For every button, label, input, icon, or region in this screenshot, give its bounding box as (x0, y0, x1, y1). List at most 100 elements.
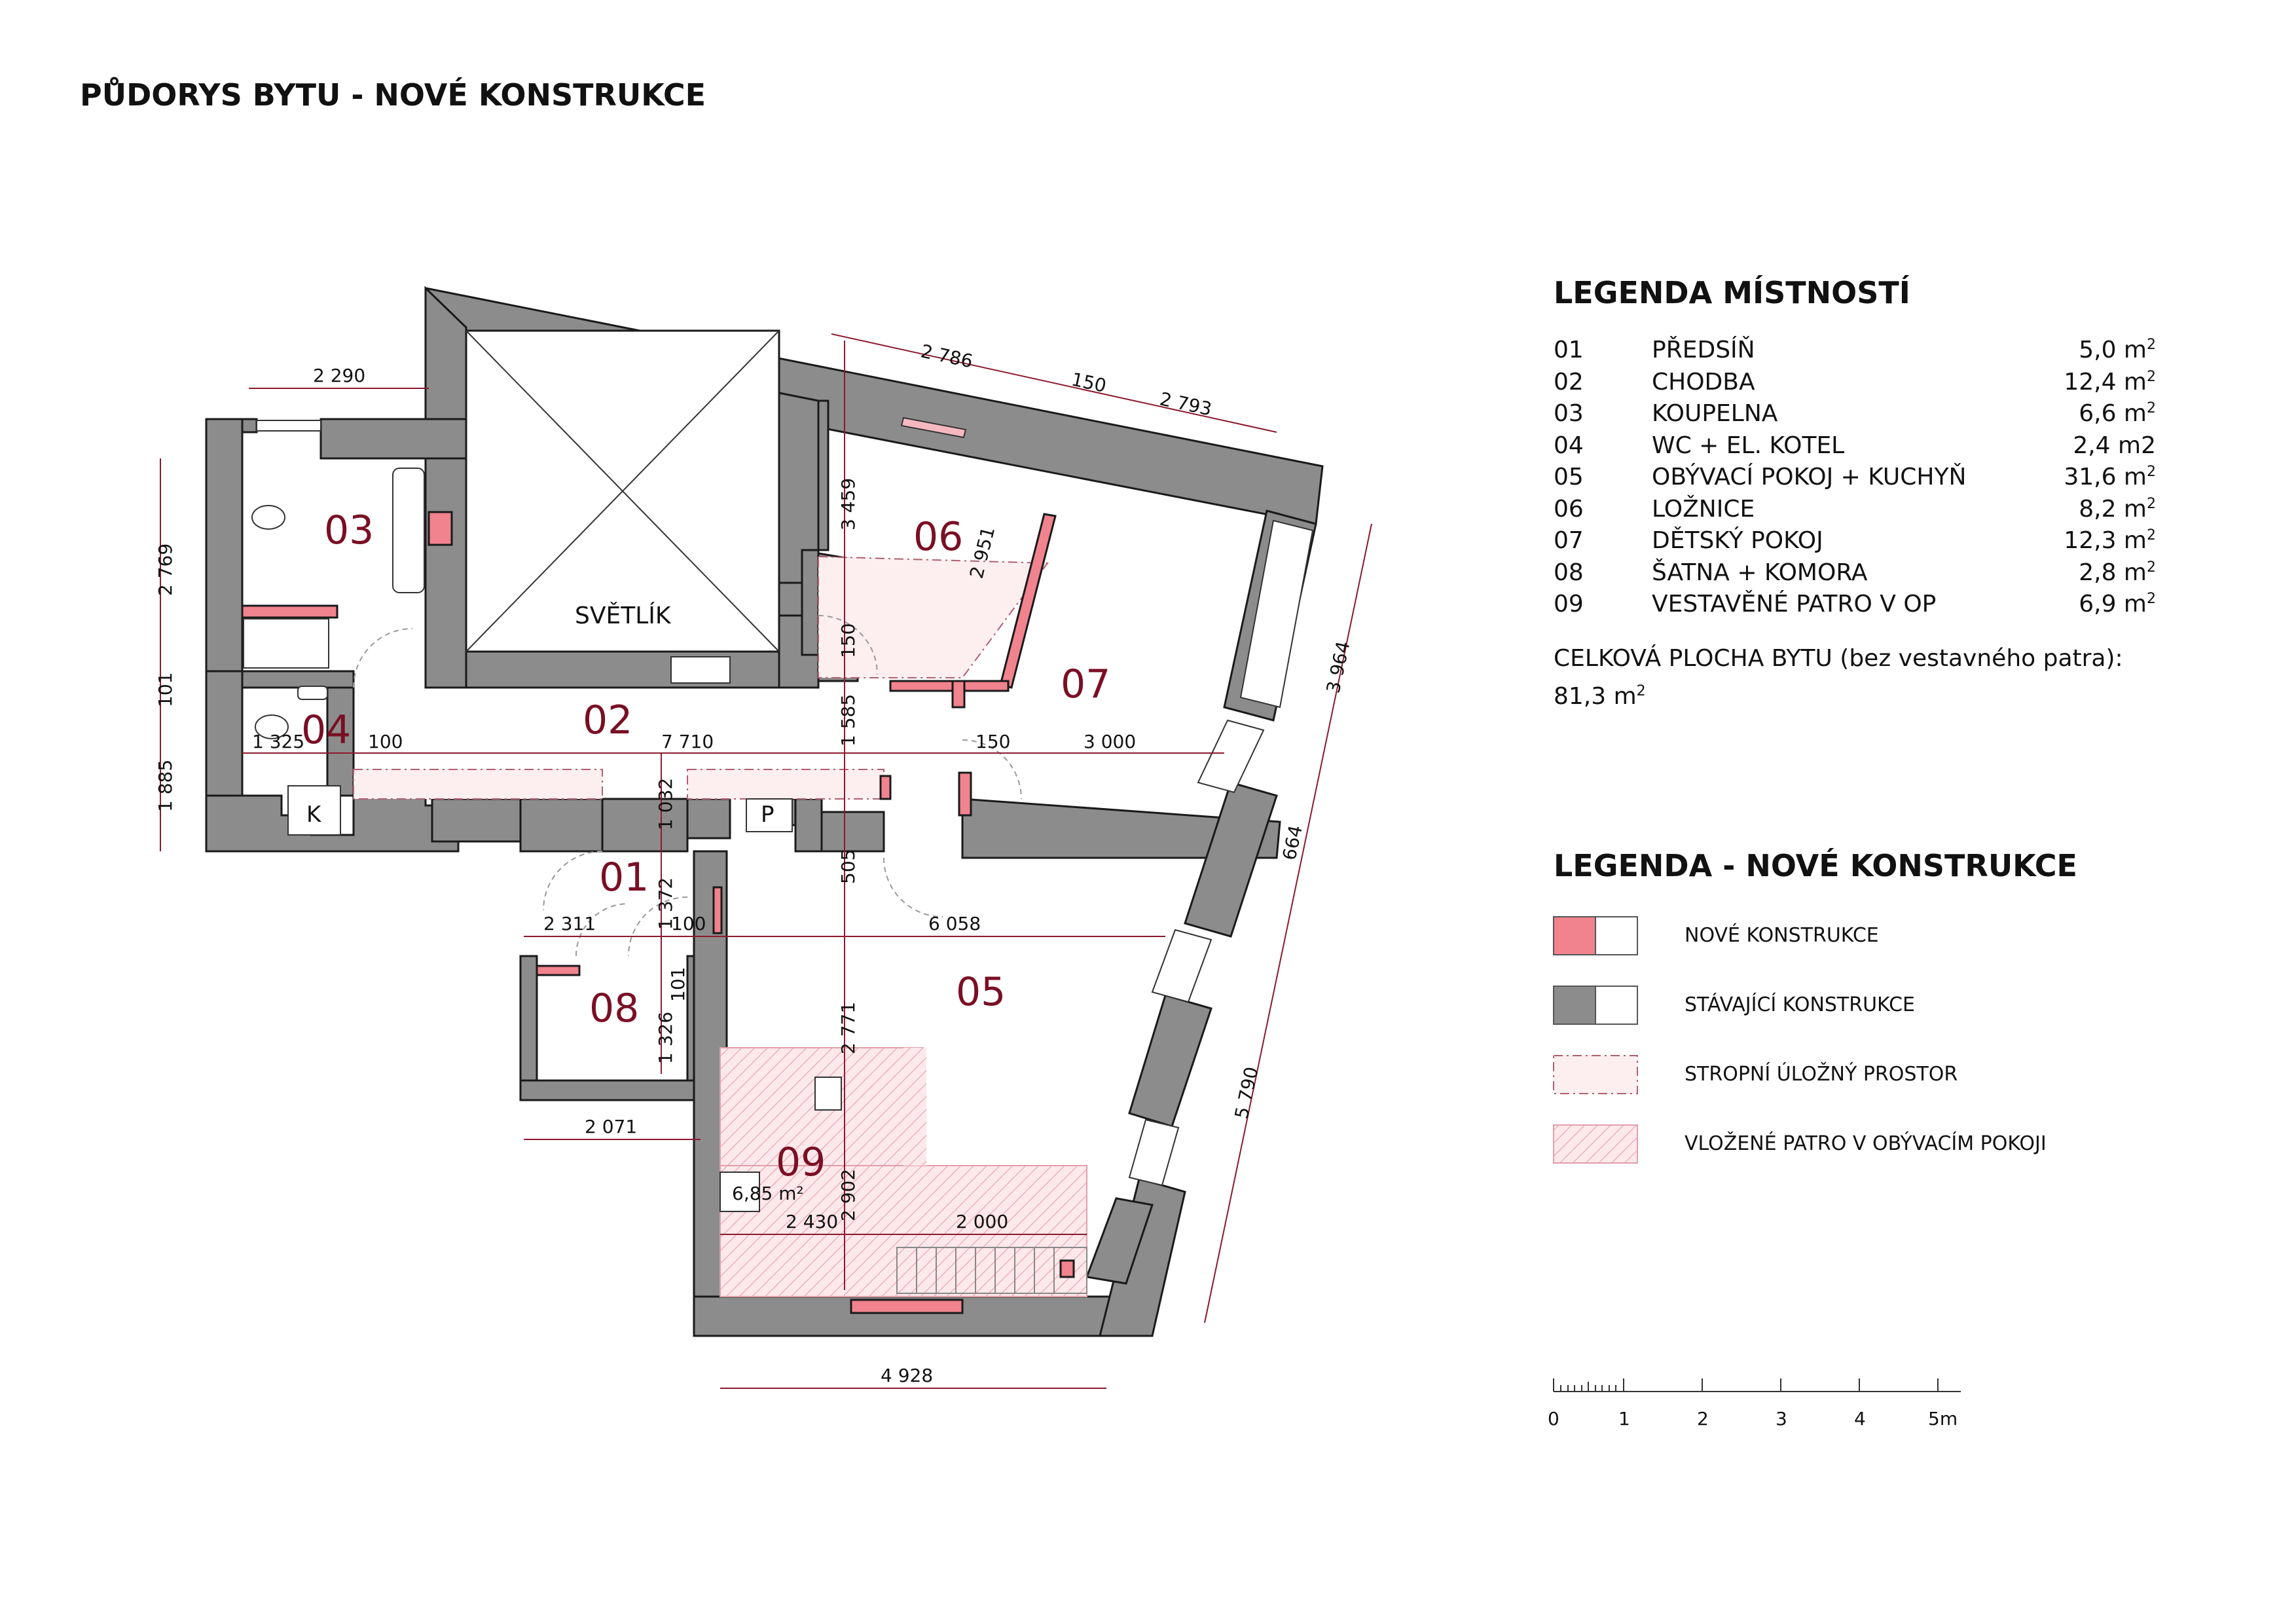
room-label-03: 03 (324, 507, 374, 553)
dim-text: 101 (667, 967, 689, 1002)
dim-text: 2 071 (585, 1116, 637, 1137)
dim-text: 2 000 (956, 1211, 1008, 1232)
legend-row: 01 PŘEDSÍŇ 5,0 m2 (1554, 337, 2156, 369)
bathroom-fixtures (243, 468, 842, 1212)
inserted-floor (720, 1047, 1087, 1297)
dim-text: 5 790 (1231, 1065, 1263, 1120)
legend-row: 06 LOŽNICE 8,2 m2 (1554, 496, 2156, 528)
scale-label: 4 (1854, 1408, 1866, 1430)
total-area-label: CELKOVÁ PLOCHA BYTU (bez vestavného patr… (1554, 644, 2123, 672)
door-swings (353, 615, 1022, 957)
stairs (896, 1247, 1087, 1294)
dim-text: 100 (368, 731, 403, 752)
total-area: CELKOVÁ PLOCHA BYTU (bez vestavného patr… (1554, 642, 2156, 713)
construction-legend: LEGENDA - NOVÉ KONSTRUKCE NOVÉ KONSTRUKC… (1554, 848, 2156, 1194)
room-legend-heading: LEGENDA MÍSTNOSTÍ (1554, 275, 1910, 310)
dimension-lines (160, 333, 1372, 1389)
legend-row-area: 6,6 m2 (2079, 400, 2156, 427)
dim-text: 3 000 (1084, 731, 1136, 752)
dim-text: 1 372 (655, 877, 676, 930)
dim-text: 1 885 (155, 760, 176, 812)
legend-row-num: 06 (1554, 495, 1584, 523)
dim-text: 2 902 (837, 1169, 859, 1221)
dim-text: 7 710 (661, 731, 714, 752)
dim-text: 150 (1070, 369, 1108, 397)
legend-row-name: LOŽNICE (1652, 495, 1755, 523)
scale-label: 3 (1776, 1408, 1787, 1430)
legend-item-label: VLOŽENÉ PATRO V OBÝVACÍM POKOJI (1685, 1132, 2047, 1155)
room-label-02: 02 (583, 697, 632, 743)
room-labels: 01 02 03 04 05 06 07 08 09 (301, 507, 1110, 1185)
room-label-09: 09 (776, 1139, 826, 1185)
legend-row-num: 01 (1554, 337, 1584, 363)
legend-row: 02 CHODBA 12,4 m2 (1554, 369, 2156, 401)
dim-text: 2 769 (155, 544, 176, 596)
room09-area: 6,85 m² (732, 1183, 804, 1204)
legend-row-area: 12,4 m2 (2064, 368, 2156, 396)
scale-label: 5m (1928, 1408, 1958, 1430)
room-label-08: 08 (589, 986, 639, 1031)
dim-text: 505 (837, 849, 859, 884)
dim-text: 1 325 (252, 731, 304, 752)
scale-bar (1553, 1378, 1961, 1392)
dim-text: 2 311 (543, 913, 596, 934)
legend-row-name: WC + EL. KOTEL (1652, 432, 1845, 459)
room-label-05: 05 (956, 969, 1006, 1015)
legend-row-area: 6,9 m2 (2079, 591, 2156, 618)
legend-row: 04 WC + EL. KOTEL 2,4 m2 (1554, 432, 2156, 464)
room-label-04: 04 (301, 707, 351, 753)
legend-row: 03 KOUPELNA 6,6 m2 (1554, 400, 2156, 432)
dim-text: 3 459 (837, 478, 859, 530)
dim-text: 2 430 (786, 1211, 838, 1232)
legend-row-name: PŘEDSÍŇ (1652, 337, 1755, 363)
legend-row-num: 08 (1554, 559, 1584, 586)
legend-row-area: 8,2 m2 (2079, 495, 2156, 523)
legend-row-num: 05 (1554, 464, 1584, 490)
dim-text: 3 964 (1322, 639, 1355, 695)
legend-row-name: VESTAVĚNÉ PATRO V OP (1652, 591, 1937, 618)
room-label-06: 06 (913, 514, 963, 560)
legend-row-area: 12,3 m2 (2064, 527, 2156, 554)
legend-item-existing: STÁVAJÍCÍ KONSTRUKCE (1554, 986, 2156, 1055)
legend-row-name: OBÝVACÍ POKOJ + KUCHYŇ (1652, 464, 1967, 490)
scale-label: 2 (1697, 1408, 1709, 1430)
legend-row-area: 2,8 m2 (2079, 559, 2156, 586)
dim-text: 101 (155, 673, 176, 707)
legend-row-num: 04 (1554, 432, 1584, 459)
legend-item-new: NOVÉ KONSTRUKCE (1554, 916, 2156, 986)
legend-row-area: 5,0 m2 (2079, 337, 2156, 363)
legend-row-num: 07 (1554, 527, 1584, 554)
legend-item-label: STROPNÍ ÚLOŽNÝ PROSTOR (1685, 1063, 1958, 1086)
legend-item-storage: STROPNÍ ÚLOŽNÝ PROSTOR (1554, 1055, 2156, 1124)
legend-row: 05 OBÝVACÍ POKOJ + KUCHYŇ 31,6 m2 (1554, 464, 2156, 496)
dim-text: 6 058 (928, 913, 981, 934)
total-area-value: 81,3 m2 (1554, 682, 1646, 710)
dim-text: 1 326 (655, 1012, 676, 1064)
legend-item-label: NOVÉ KONSTRUKCE (1685, 924, 1879, 947)
legend-row-name: ŠATNA + KOMORA (1652, 559, 1868, 586)
dim-text: 4 928 (881, 1365, 933, 1386)
dim-text: 150 (837, 623, 859, 658)
skylight (465, 329, 780, 653)
dim-text: 2 793 (1158, 388, 1214, 420)
skylight-label: SVĚTLÍK (575, 602, 672, 629)
room-label-07: 07 (1061, 661, 1110, 707)
legend-row-name: KOUPELNA (1652, 400, 1778, 427)
legend-item-inserted-floor: VLOŽENÉ PATRO V OBÝVACÍM POKOJI (1554, 1124, 2156, 1194)
legend-row: 07 DĚTSKÝ POKOJ 12,3 m2 (1554, 527, 2156, 559)
legend-row-area: 2,4 m2 (2073, 432, 2156, 459)
legend-row-num: 09 (1554, 591, 1584, 618)
new-walls (241, 511, 1075, 1314)
construction-legend-heading: LEGENDA - NOVÉ KONSTRUKCE (1554, 848, 2077, 883)
room-legend: LEGENDA MÍSTNOSTÍ 01 PŘEDSÍŇ 5,0 m2 02 C… (1554, 275, 2156, 713)
legend-row: 08 ŠATNA + KOMORA 2,8 m2 (1554, 559, 2156, 591)
room-label-01: 01 (599, 855, 649, 900)
scale-label: 0 (1548, 1408, 1559, 1430)
legend-row: 09 VESTAVĚNÉ PATRO V OP 6,9 m2 (1554, 591, 2156, 623)
legend-row-area: 31,6 m2 (2064, 464, 2156, 490)
legend-item-label: STÁVAJÍCÍ KONSTRUKCE (1685, 993, 1915, 1016)
legend-row-name: DĚTSKÝ POKOJ (1652, 527, 1823, 554)
page-title: PŮDORYS BYTU - NOVÉ KONSTRUKCE (80, 77, 706, 113)
fixture-k-label: K (306, 802, 322, 828)
